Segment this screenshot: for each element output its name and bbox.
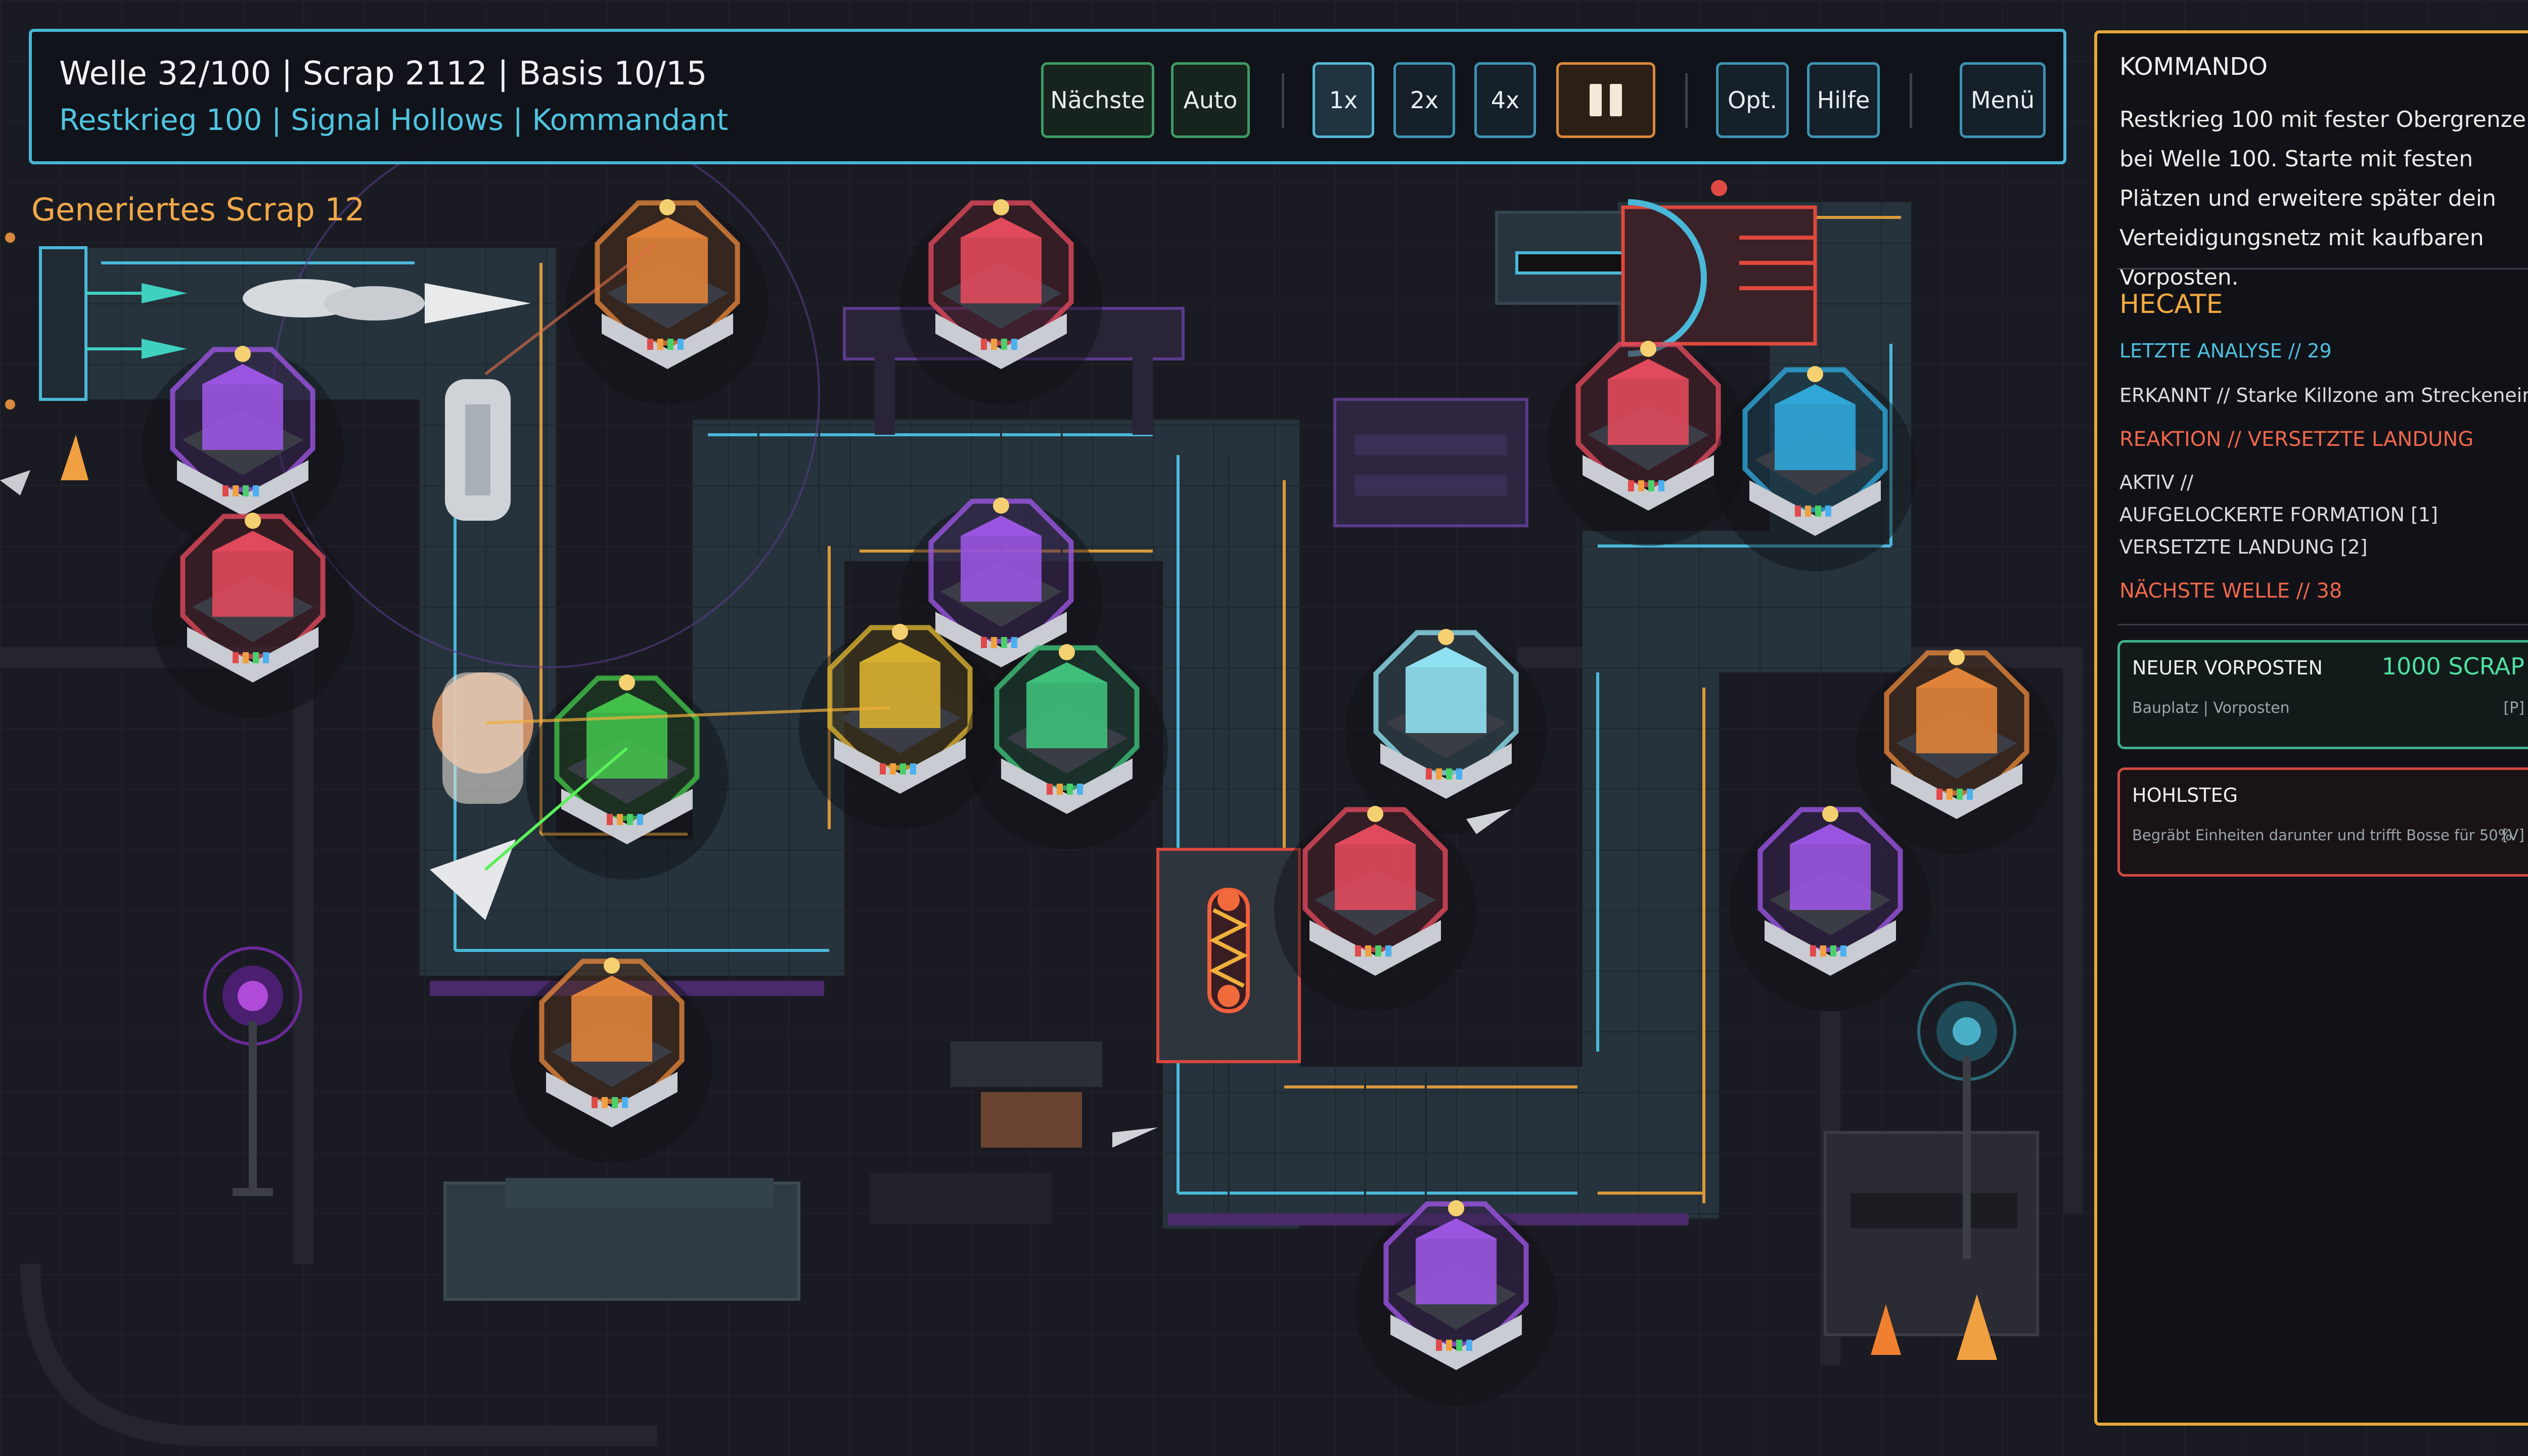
active-item-formation: AUFGELOCKERTE FORMATION [1] [2119,504,2438,526]
enemy-drone[interactable] [0,470,1512,1148]
panel-title: KOMMANDO [2119,53,2268,81]
mode-description: Restkrieg 100 mit fester Obergrenze bei … [2119,107,2526,290]
hohlsteg-card[interactable]: HOHLSTEG Begräbt Einheiten darunter und … [2117,767,2528,877]
tower-red-pyramid[interactable] [900,199,1102,404]
signal-beacon-right [1917,982,2016,1259]
menu-button[interactable]: Menü [1960,62,2046,138]
separator [1685,73,1688,128]
card-title: NEUER VORPOSTEN [2132,657,2323,679]
command-panel: KOMMANDO Restkrieg 100 mit fester Obergr… [2094,30,2528,1426]
separator [1282,73,1284,128]
separator [1910,73,1912,128]
ai-commander-name: HECATE [2119,289,2223,320]
tower-red-pyramid[interactable] [1274,806,1476,1011]
active-item-landing: VERSETZTE LANDUNG [2] [2119,536,2368,558]
fire-effects [61,435,1997,1360]
top-hud: Welle 32/100 | Scrap 2112 | Basis 10/15 … [29,29,2066,164]
help-button[interactable]: Hilfe [1807,62,1880,138]
laser-beams [484,241,890,871]
card-title: HOHLSTEG [2132,784,2238,806]
next-wave-button[interactable]: Nächste [1041,62,1154,138]
tower-red-pyramid[interactable] [152,513,354,718]
speed-4x-button[interactable]: 4x [1474,62,1536,138]
speed-2x-button[interactable]: 2x [1393,62,1455,138]
tower-orange-cannon[interactable] [1856,649,2058,854]
reactor-coil [1156,848,1301,1063]
last-analysis: LETZTE ANALYSE // 29 [2119,340,2332,362]
pause-button[interactable] [1556,62,1655,138]
enemy-ship[interactable] [243,279,531,324]
enemy-path [40,202,1911,1228]
pause-icon [1590,84,1622,116]
tower-red-pyramid[interactable] [1547,341,1749,546]
floor-block [870,1173,1052,1223]
tower-orange-cannon[interactable] [566,199,769,404]
wave-scrap-base-status: Welle 32/100 | Scrap 2112 | Basis 10/15 [59,55,707,93]
tower-purple-cube[interactable] [142,346,344,551]
generated-scrap-label: Generiertes Scrap 12 [31,191,365,228]
speed-1x-button[interactable]: 1x [1313,62,1374,138]
card-subtitle: Bauplatz | Vorposten [2132,699,2290,717]
tower-blue-spire[interactable] [1714,366,1916,571]
tower-green-laser[interactable] [526,674,728,880]
divider [2117,624,2528,625]
tower-green-crab[interactable] [966,644,1168,849]
tower-purple-cube[interactable] [1355,1200,1557,1405]
reaction-line: REAKTION // VERSETZTE LANDUNG [2119,428,2474,451]
next-wave-line: NÄCHSTE WELLE // 38 [2119,579,2342,603]
signal-beacon-left [203,946,302,1196]
card-hotkey: [P] [2503,699,2525,717]
options-button[interactable]: Opt. [1716,62,1789,138]
boss-ship[interactable] [432,672,533,804]
tower-layer [142,199,2058,1405]
enemy-ship[interactable] [445,379,511,521]
enemy-ship[interactable] [430,839,516,920]
tower-ice-crystal[interactable] [1345,629,1547,834]
active-label: AKTIV // [2119,471,2194,493]
auto-button[interactable]: Auto [1171,62,1250,138]
tower-orange-cannon[interactable] [511,958,713,1163]
base-gate [1495,180,1817,357]
card-hotkey: [V] [2502,827,2524,844]
enemy-units [0,279,1512,1148]
new-outpost-card[interactable]: NEUER VORPOSTEN 1000 SCRAP Bauplatz | Vo… [2117,640,2528,749]
card-subtitle: Begräbt Einheiten darunter und trifft Bo… [2132,827,2512,844]
tower-purple-cube[interactable] [1729,806,1931,1011]
mode-map-role: Restkrieg 100 | Signal Hollows | Kommand… [59,103,729,137]
detected-line: ERKANNT // Starke Killzone am Streckenei… [2119,384,2528,406]
divider [2117,268,2528,269]
tower-yellow-block[interactable] [799,624,1001,829]
card-price: 1000 SCRAP [2381,653,2524,680]
spawn-gate [5,233,187,410]
